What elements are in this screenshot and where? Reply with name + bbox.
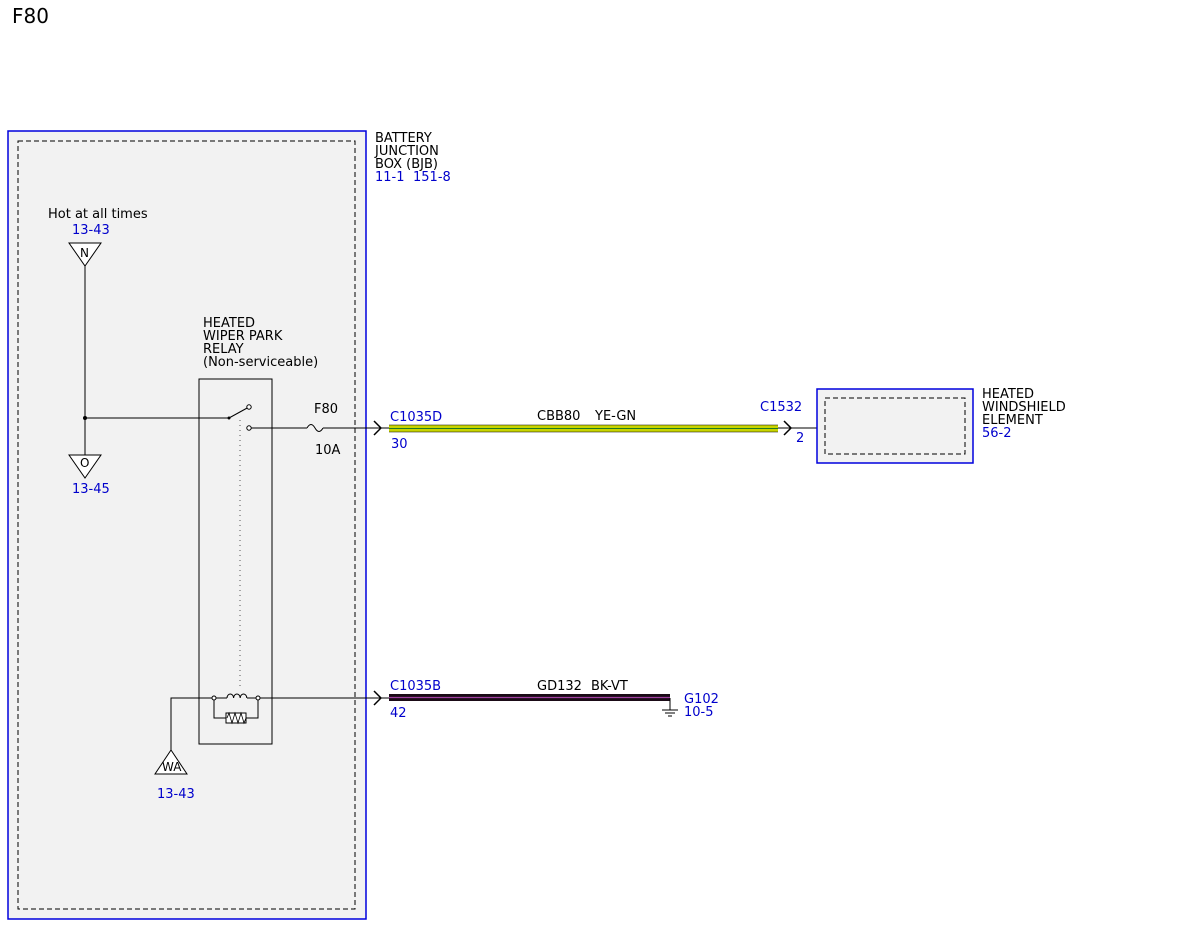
coil-feed-wire	[170, 697, 214, 760]
wire-gd132-circuit-label: GD132	[537, 679, 582, 694]
connector-c1532-label[interactable]: C1532	[760, 400, 802, 415]
bjb-label-line3: BOX (BJB)	[375, 157, 438, 172]
relay-label-line4: (Non-serviceable)	[203, 355, 318, 370]
ground-name[interactable]: G102	[684, 692, 719, 707]
bjb-module-box	[7, 130, 367, 920]
fuse-name: F80	[314, 402, 338, 417]
bjb-ref-2[interactable]: 151-8	[413, 170, 451, 185]
relay-box	[198, 378, 273, 745]
connector-wa-triangle-icon	[154, 749, 188, 775]
relay-label-line2: WIPER PARK	[203, 329, 283, 344]
connector-c1035b-pin: 42	[390, 706, 407, 721]
connector-c1035d-pin: 30	[391, 437, 408, 452]
ground-ref[interactable]: 10-5	[684, 705, 714, 720]
suppression-resistor-bypass-right	[246, 700, 259, 719]
heated-element-ref[interactable]: 56-2	[982, 426, 1012, 441]
relay-label-line3: RELAY	[203, 342, 244, 357]
wire-cbb80-color-label: YE-GN	[594, 409, 636, 424]
heated-element-label-line1: HEATED	[982, 387, 1034, 402]
connector-o-letter: O	[80, 456, 89, 470]
coil-left-node	[211, 695, 217, 701]
suppression-resistor-zigzag	[226, 711, 247, 725]
suppression-resistor-icon	[225, 712, 247, 724]
fuse-symbol-icon	[306, 424, 324, 432]
wire-cbb80-circuit-label: CBB80	[537, 409, 580, 424]
heated-element-box	[816, 388, 974, 464]
connector-c1035d-label[interactable]: C1035D	[390, 410, 442, 425]
suppression-resistor-bypass	[213, 700, 226, 719]
relay-label-line1: HEATED	[203, 316, 255, 331]
heated-element-inner-dashed-box	[824, 397, 966, 455]
connector-c1532-pin: 2	[796, 431, 804, 446]
connector-wa-ref[interactable]: 13-43	[157, 787, 195, 802]
relay-switch-pivot-terminal	[246, 404, 252, 410]
connector-c1035b-label[interactable]: C1035B	[390, 679, 441, 694]
fuse-rating: 10A	[315, 443, 341, 458]
bjb-label-line1: BATTERY	[375, 131, 432, 146]
page-title: F80	[12, 4, 49, 28]
power-source-ref[interactable]: 13-43	[72, 223, 110, 238]
connector-wa-letter: WA	[162, 760, 182, 774]
heated-element-label-line2: WINDSHIELD	[982, 400, 1066, 415]
relay-switch-output-terminal	[246, 425, 252, 431]
wire-gd132-color-label: BK-VT	[591, 679, 628, 694]
bjb-label-line2: JUNCTION	[374, 144, 439, 159]
heated-element-label-line3: ELEMENT	[982, 413, 1043, 428]
connector-o-triangle-icon	[68, 454, 102, 479]
power-source-label: Hot at all times	[48, 207, 148, 222]
relay-switch-blade	[228, 406, 250, 419]
bjb-ref-1[interactable]: 11-1	[375, 170, 405, 185]
bjb-inner-dashed-box	[17, 140, 356, 910]
relay-coil-icon	[226, 693, 248, 699]
connector-o-ref[interactable]: 13-45	[72, 482, 110, 497]
coil-right-node	[255, 695, 261, 701]
connector-n-triangle-icon	[68, 242, 102, 267]
connector-n-letter: N	[80, 246, 89, 260]
